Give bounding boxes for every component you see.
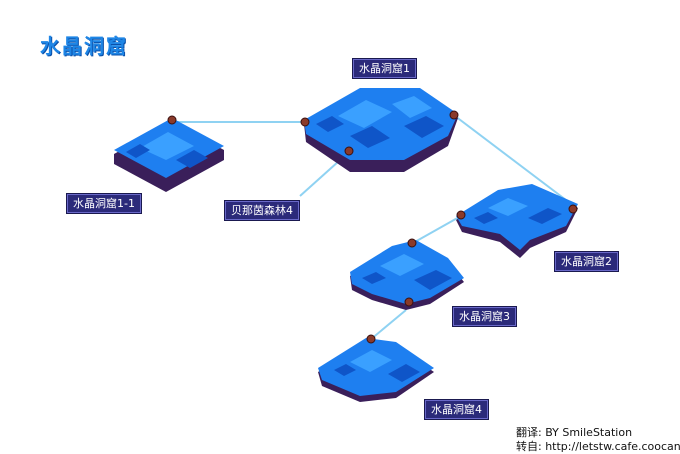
area-label-cave1-1: 水晶洞窟1-1 [66,193,142,214]
credit-source: 转自: http://letstw.cafe.coocan.jp/ [516,440,680,453]
room-cave3[interactable] [350,240,464,310]
portal-marker-cave1-west[interactable] [300,117,310,127]
path-cave2-to-cave3 [412,215,462,244]
page-title: 水晶洞窟 [40,34,128,58]
room-cave1[interactable] [304,88,458,172]
portal-marker-cave3-south[interactable] [404,297,414,307]
area-label-forest4: 贝那茵森林4 [224,200,300,221]
portal-marker-cave4[interactable] [366,334,376,344]
portal-marker-cave1-1[interactable] [167,115,177,125]
room-cave4[interactable] [318,338,434,402]
room-cave2[interactable] [456,184,578,258]
area-label-cave2: 水晶洞窟2 [554,251,619,272]
room-cave1-1[interactable] [114,118,224,192]
portal-marker-cave3-north[interactable] [407,238,417,248]
area-label-cave1: 水晶洞窟1 [352,58,417,79]
area-label-cave4: 水晶洞窟4 [424,399,489,420]
portal-marker-cave1-east[interactable] [449,110,459,120]
credit-translation: 翻译: BY SmileStation [516,426,633,439]
portal-marker-cave2-east[interactable] [568,204,578,214]
area-label-cave3: 水晶洞窟3 [452,306,517,327]
path-cave3-to-cave4 [369,309,407,341]
path-cave1-to-cave2 [454,115,571,204]
portal-marker-cave2-west[interactable] [456,210,466,220]
portal-marker-cave1-south[interactable] [344,146,354,156]
